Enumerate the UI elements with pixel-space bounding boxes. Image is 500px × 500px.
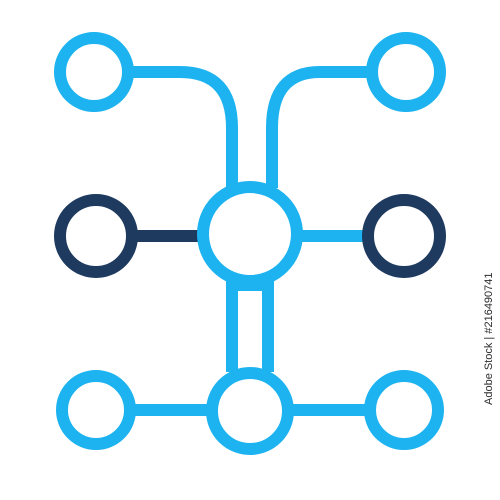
link-top-left-to-center-hub: [126, 66, 238, 188]
stock-watermark: Adobe Stock | #216490741: [482, 272, 496, 405]
nodes-layer: [54, 32, 446, 455]
links-layer: [126, 66, 374, 416]
node-middle-right: [362, 194, 446, 278]
node-bottom-right: [364, 370, 444, 450]
node-bottom-hub: [206, 367, 294, 455]
node-center-hub: [197, 181, 303, 287]
link-top-right-to-center-hub: [266, 66, 374, 188]
node-middle-left: [54, 194, 138, 278]
link-center-hub-to-bottom-hub: [226, 279, 274, 372]
node-bottom-left: [56, 370, 136, 450]
node-top-left: [54, 32, 134, 112]
stock-id-text: Adobe Stock | #216490741: [483, 272, 495, 405]
node-top-right: [366, 32, 446, 112]
